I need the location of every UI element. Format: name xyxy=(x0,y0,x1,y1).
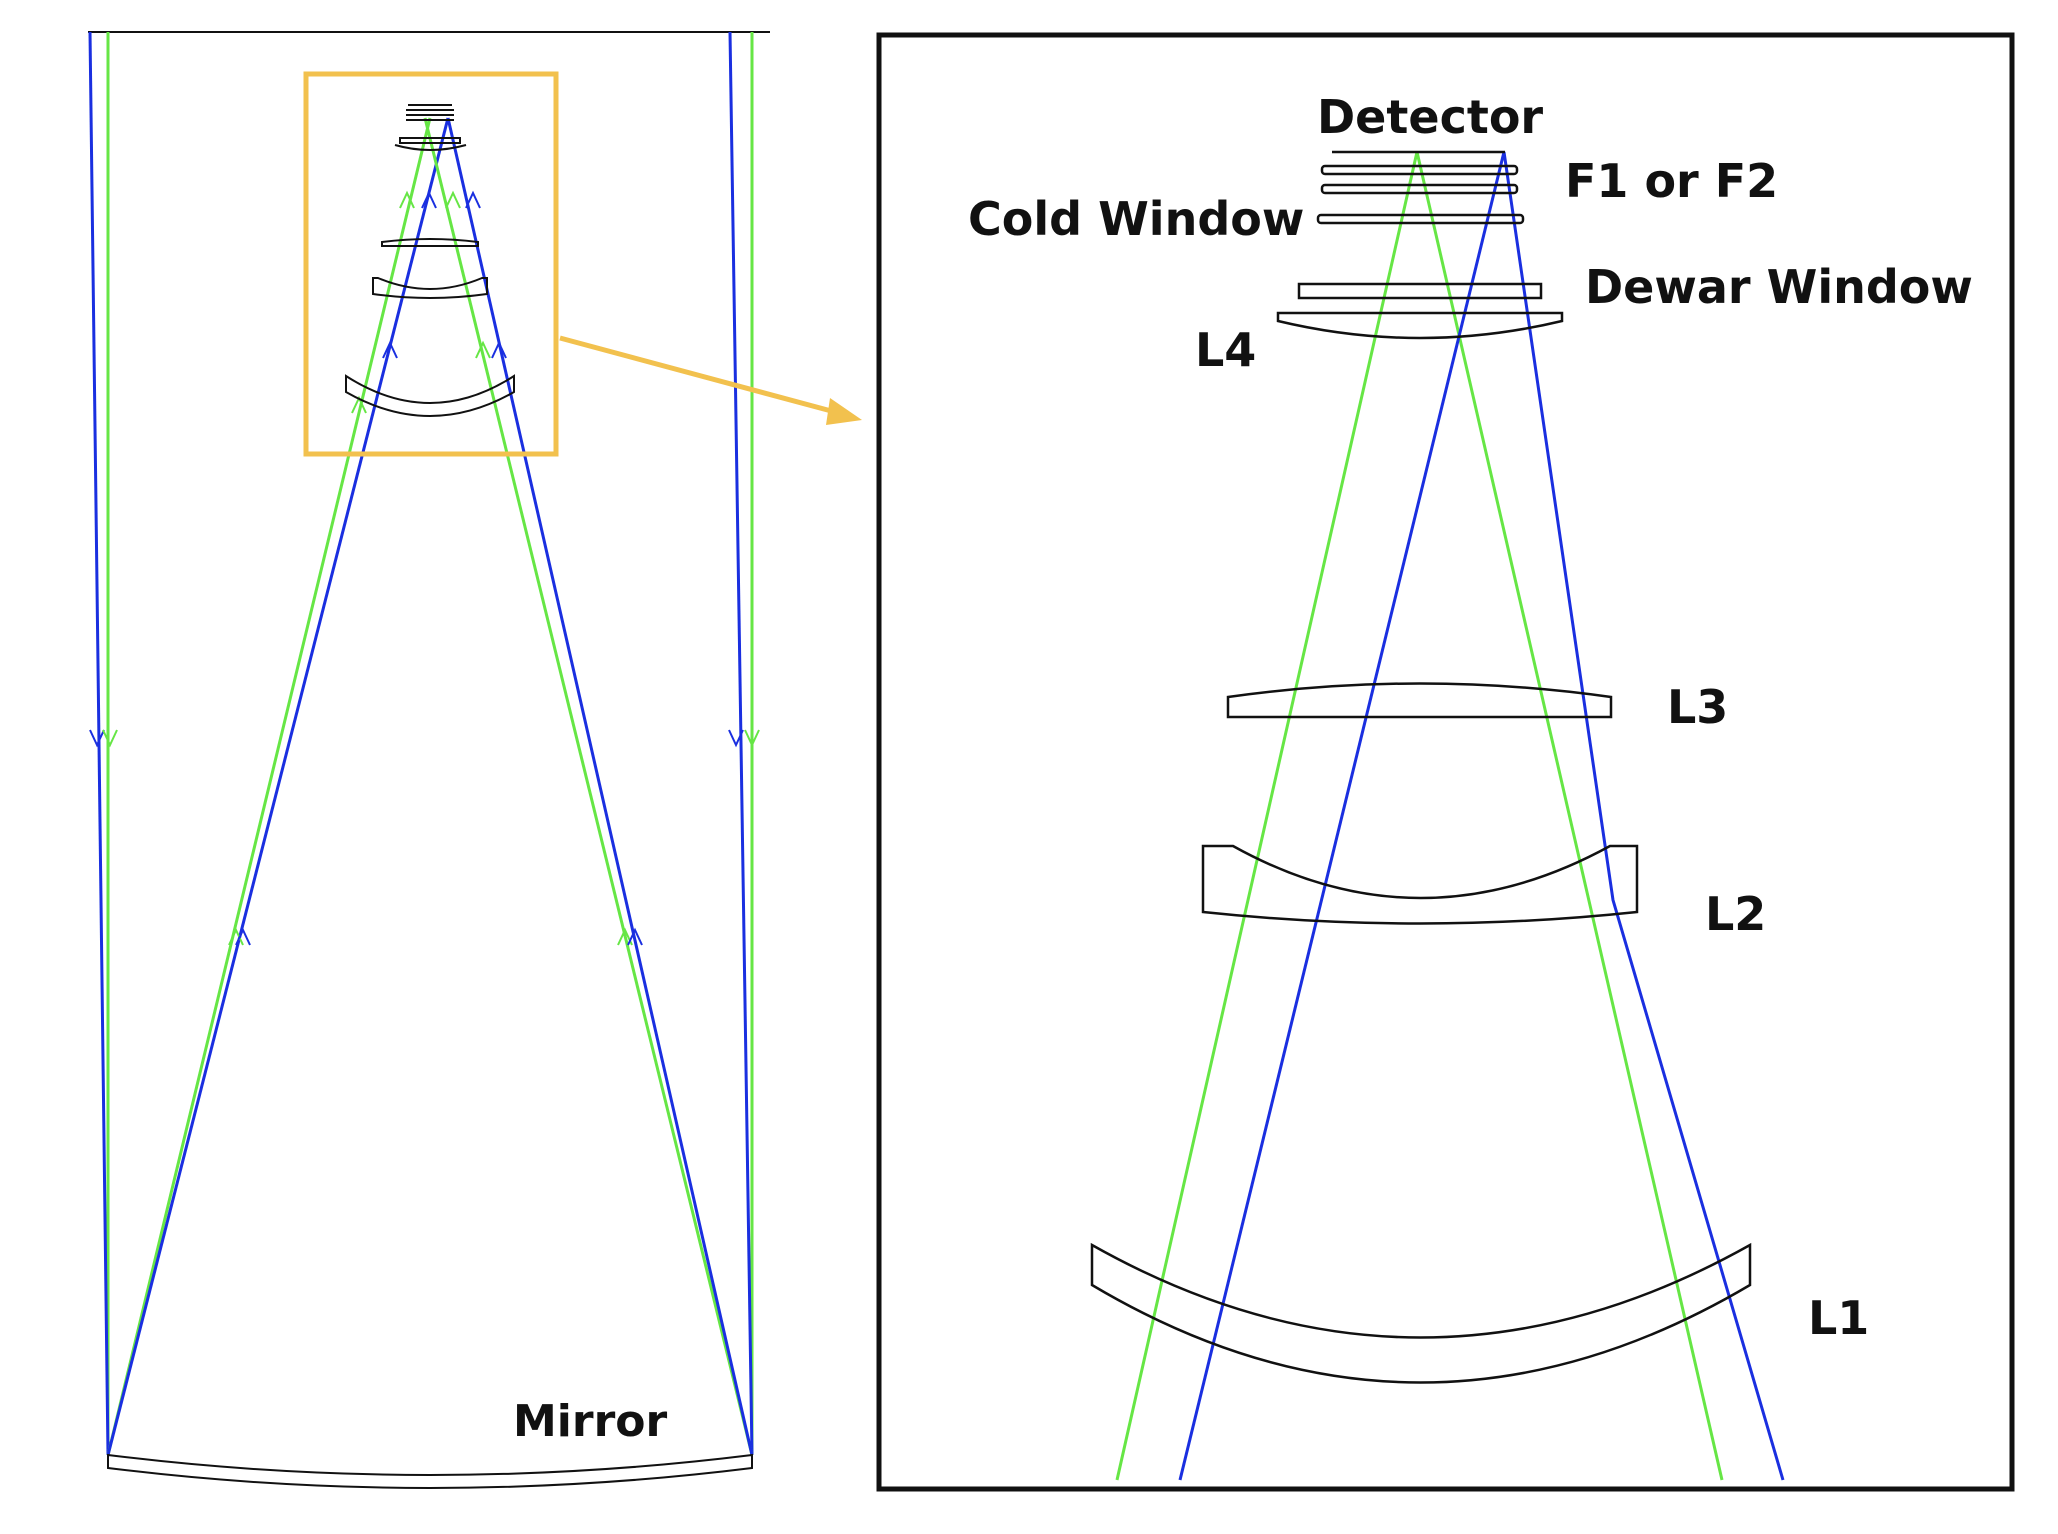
l2-label: L2 xyxy=(1705,887,1766,941)
right-arrow-icon xyxy=(559,335,862,425)
detail-ray-blue-right xyxy=(1502,151,1785,1481)
cold-window xyxy=(1316,213,1525,225)
mirror-label: Mirror xyxy=(513,1396,667,1447)
lens-l4 xyxy=(1276,311,1564,340)
l4-label: L4 xyxy=(1195,323,1256,377)
detector-label: Detector xyxy=(1317,90,1543,144)
detector-and-filters xyxy=(1276,150,1564,340)
detail-ray-green-right xyxy=(1415,151,1724,1481)
mini-lens-stack xyxy=(345,104,515,417)
reflected-ray-blue-left xyxy=(106,117,450,1456)
lens-l2 xyxy=(1201,844,1639,925)
overview-panel: Mirror xyxy=(88,31,862,1489)
l1-label: L1 xyxy=(1808,1291,1869,1345)
cold-window-label: Cold Window xyxy=(968,192,1304,246)
zoom-highlight-box xyxy=(303,71,559,457)
reflected-ray-green-right xyxy=(423,117,754,1456)
lens-l1 xyxy=(1090,1242,1752,1384)
incoming-ray-blue-left xyxy=(88,31,110,1456)
filter-plate xyxy=(1320,164,1519,176)
detail-panel: Detector F1 or F2 Cold Window Dewar Wind… xyxy=(876,32,2015,1492)
chevron-arrow-icon xyxy=(89,190,760,946)
reflected-ray-green-left xyxy=(106,117,432,1456)
incoming-ray-blue-right xyxy=(728,31,754,1456)
dewar-window xyxy=(1297,282,1543,300)
l3-label: L3 xyxy=(1667,680,1728,734)
filter-plate-2 xyxy=(1320,183,1519,195)
detail-ray-blue-left xyxy=(1178,151,1506,1481)
dewar-window-label: Dewar Window xyxy=(1585,260,1973,314)
detail-ray-green-left xyxy=(1115,151,1419,1481)
detail-frame xyxy=(876,32,2015,1492)
filter-label: F1 or F2 xyxy=(1565,154,1778,208)
reflected-ray-blue-right xyxy=(446,117,754,1456)
primary-mirror xyxy=(107,1453,753,1489)
lens-l3 xyxy=(1226,682,1613,719)
